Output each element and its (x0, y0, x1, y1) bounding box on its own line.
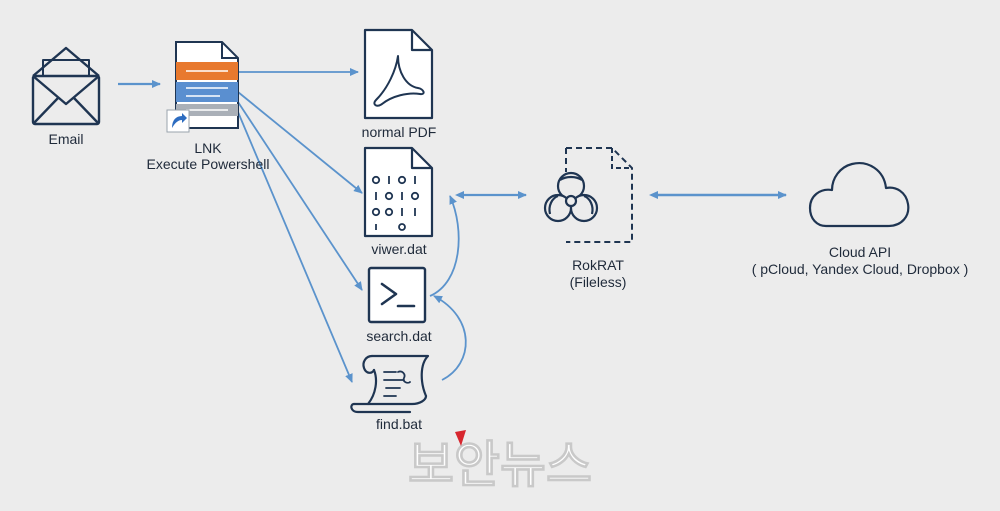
find-bat-label: find.bat (376, 416, 422, 432)
search-dat-label: search.dat (366, 328, 432, 344)
document-shortcut-icon (166, 41, 239, 133)
normal-pdf-label: normal PDF (361, 124, 437, 140)
arrow-lnk-to-search-dat (237, 101, 363, 291)
viwer-dat-label: viwer.dat (371, 241, 427, 257)
envelope-icon (31, 46, 101, 126)
cloud-api-label: Cloud API (828, 244, 892, 260)
rokrat-label: RokRAT (572, 257, 624, 273)
lnk-label: LNK (194, 140, 222, 156)
watermark-text: 보안뉴스 (408, 436, 592, 494)
arrow-find-bat-to-search-dat (433, 295, 467, 381)
watermark-logo: 보안뉴스 (408, 430, 593, 495)
pdf-file-icon (363, 28, 434, 120)
connector-arrows (118, 68, 787, 383)
arrow-search-dat-to-viwer-dat (429, 195, 460, 297)
cloud-icon (808, 162, 910, 228)
biohazard-file-icon (543, 147, 633, 243)
powershell-terminal-icon (367, 266, 427, 324)
cloud-api-sublabel: ( pCloud, Yandex Cloud, Dropbox ) (751, 261, 969, 277)
binary-file-icon (363, 146, 434, 238)
arrow-lnk-to-find-bat (237, 111, 353, 383)
script-scroll-icon (350, 354, 430, 414)
email-label: Email (48, 131, 84, 147)
lnk-sublabel: Execute Powershell (146, 156, 270, 172)
arrow-lnk-to-viwer-dat (237, 91, 363, 194)
rokrat-sublabel: (Fileless) (569, 274, 627, 290)
